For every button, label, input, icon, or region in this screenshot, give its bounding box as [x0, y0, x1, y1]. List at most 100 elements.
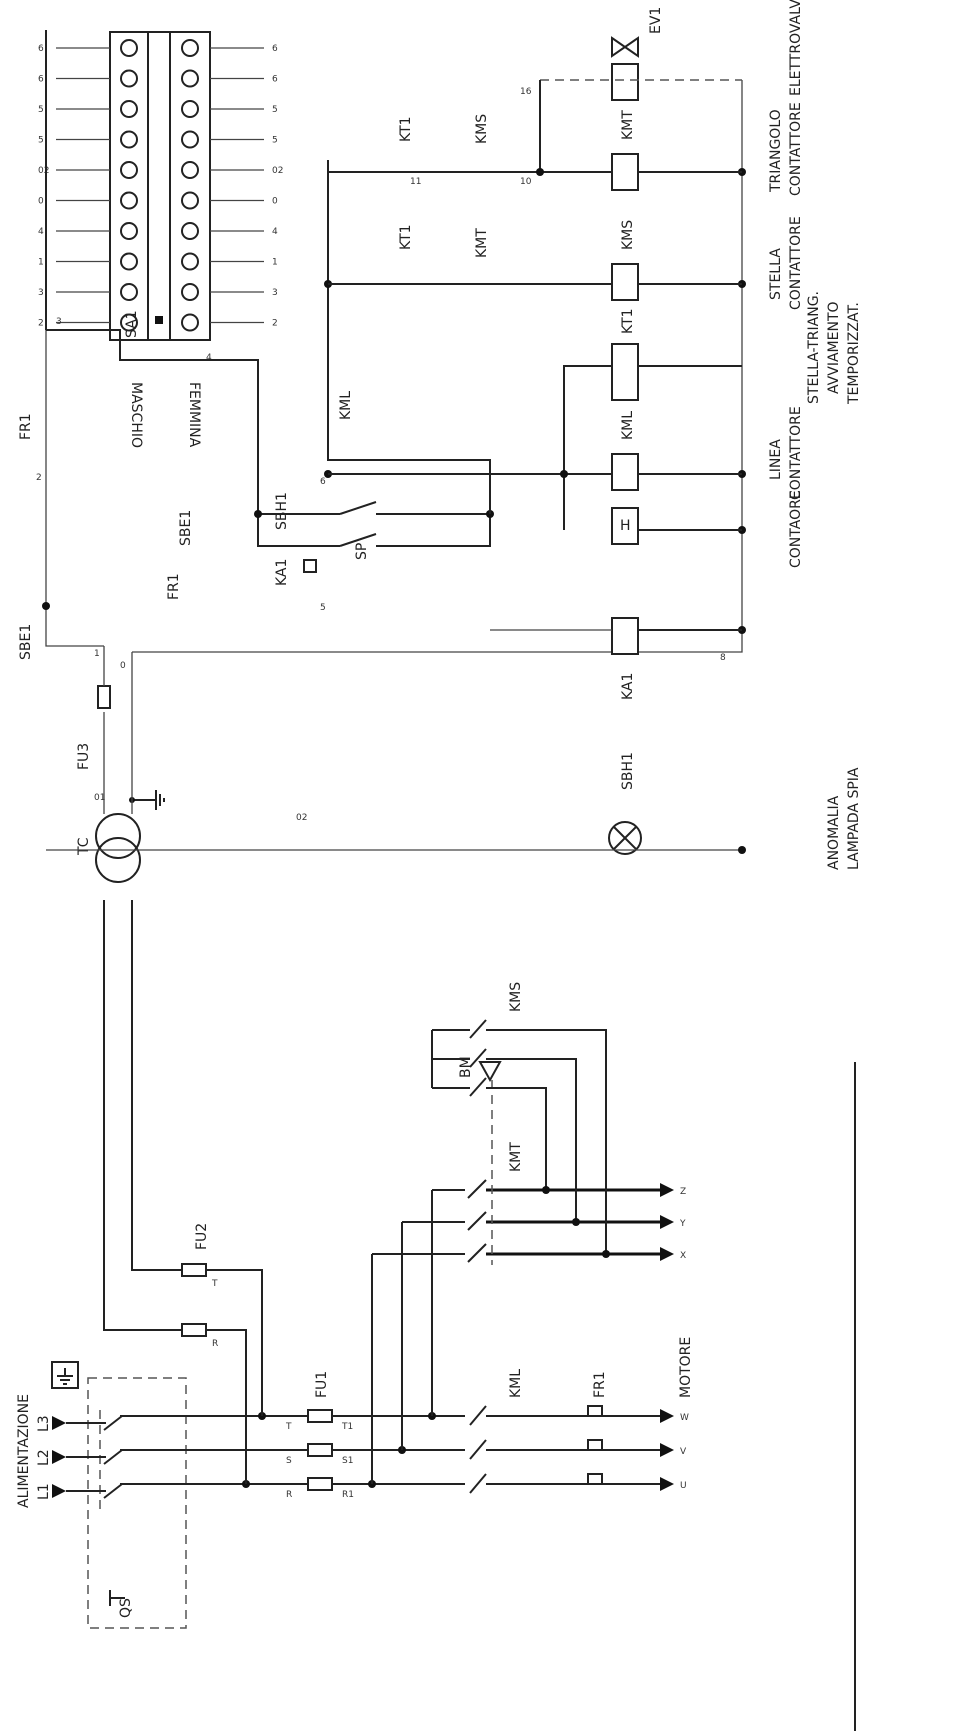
connector-pin-label-left: 6: [38, 44, 44, 54]
connector-pin-male: [120, 252, 138, 271]
terminal-l2: [52, 1450, 66, 1464]
label-cont-tri-1: CONTATTORE: [788, 102, 804, 196]
connector-pin-label-left: 6: [38, 75, 44, 85]
connector-pin-label-right: 0: [272, 197, 278, 207]
connector-pin-female: [181, 313, 199, 332]
wire-01: 01: [94, 793, 105, 803]
label-kml-power: KML: [508, 1369, 524, 1398]
label-kml-ctrl: KML: [338, 391, 354, 420]
coil-ev1: [611, 63, 639, 101]
fuse-fu2-t: [181, 1263, 207, 1277]
valve-icon: [611, 36, 639, 58]
label-cont-tri-2: TRIANGOLO: [768, 109, 784, 193]
connector-pin-female: [181, 130, 199, 149]
label-kt1-a: KT1: [398, 116, 414, 142]
connector-pin-label-right: 3: [272, 288, 278, 298]
label-l3: L3: [36, 1415, 52, 1432]
label-sbh1: SBH1: [274, 492, 290, 530]
connector-pin-female: [181, 161, 199, 179]
label-motore: MOTORE: [678, 1337, 694, 1398]
label-kms-power: KMS: [508, 982, 524, 1012]
label-kmt-coil: KMT: [620, 110, 636, 140]
connector-pin-label-left: 5: [38, 105, 44, 115]
label-cont-stella-1: CONTATTORE: [788, 216, 804, 310]
connector-pin-label-right: 02: [272, 166, 283, 176]
label-sa1: SA1: [124, 310, 140, 338]
connector-pin-male: [120, 100, 138, 118]
wire-10: 10: [520, 177, 532, 187]
label-h: H: [620, 518, 631, 534]
phase-y: Y: [679, 1219, 686, 1229]
connector-pin-label-left: 4: [38, 227, 44, 237]
wire-t1: T1: [341, 1422, 353, 1432]
earth-icon: [51, 1361, 79, 1389]
qs-enclosure: [87, 1377, 187, 1629]
label-femmina: FEMMINA: [186, 382, 202, 448]
label-l1: L1: [36, 1483, 52, 1500]
label-kt1-b: KT1: [398, 224, 414, 250]
label-kt1-coil: KT1: [620, 308, 636, 334]
terminal-l3: [52, 1416, 66, 1430]
label-ev1: EV1: [648, 7, 664, 34]
label-temp-2: AVVIAMENTO: [826, 301, 842, 394]
control-circuit: SBE1 SBE1 FR1 FR1 SA1 3 2 4 SBH1 KA1 SP …: [18, 7, 746, 855]
connector-pin-label-left: 5: [38, 136, 44, 146]
fuse-fu1-t: [307, 1409, 333, 1423]
label-kmt-ctrl: KMT: [474, 228, 490, 258]
wire-6: 6: [320, 477, 326, 487]
fuse-fu2-r: [181, 1323, 207, 1337]
wire-4: 4: [206, 353, 212, 363]
connector-pin-male: [120, 222, 138, 240]
label-fu3: FU3: [76, 743, 92, 770]
wire-11: 11: [410, 177, 421, 187]
label-tc: TC: [76, 837, 92, 856]
wire-s: S: [286, 1456, 292, 1466]
connector-pin-female: [181, 283, 199, 301]
wire-t: T: [285, 1422, 292, 1432]
connector-pin-label-right: 4: [272, 227, 278, 237]
label-fr1-ctrl: FR1: [166, 573, 182, 600]
label-kmt-power: KMT: [508, 1142, 524, 1172]
connector-pin-label-right: 1: [272, 258, 278, 268]
wire-fu2-t: T: [211, 1279, 218, 1289]
connector-pin-label-right: 2: [272, 319, 278, 329]
label-lampada-1: LAMPADA SPIA: [846, 767, 862, 870]
fuse-fu3: [97, 685, 111, 709]
wire-s1: S1: [342, 1456, 353, 1466]
label-kms-ctrl: KMS: [474, 114, 490, 144]
wire-r1: R1: [342, 1490, 354, 1500]
label-lampada-2: ANOMALIA: [826, 795, 842, 870]
coil-ka1: [611, 617, 639, 655]
label-sbe1-b: SBE1: [178, 510, 194, 546]
connector-pin-female: [181, 252, 199, 271]
control-transformer: FU2 R T TC FU3 01 1 0: [76, 646, 263, 1484]
wire-1-tc: 1: [94, 649, 100, 659]
phase-v: V: [680, 1447, 687, 1457]
connector-pin-label-left: 3: [38, 288, 44, 298]
lamp-icon: [608, 821, 642, 855]
connector-pin-male: [120, 161, 138, 179]
power-section: ALIMENTAZIONE L1 L2 L3 QS FU1 R S T R1: [16, 982, 856, 1731]
connector-pin-male: [120, 283, 138, 301]
phase-z: Z: [680, 1187, 686, 1197]
label-qs: QS: [118, 1598, 134, 1618]
label-cont-stella-2: STELLA: [768, 248, 784, 300]
connector-pin-label-right: 5: [272, 136, 278, 146]
label-contaore: CONTAORE: [788, 490, 804, 568]
coil-h: [611, 507, 639, 545]
label-ka1: KA1: [274, 559, 290, 586]
phase-x: X: [680, 1251, 686, 1261]
label-maschio: MASCHIO: [128, 382, 144, 448]
label-fr1-power: FR1: [592, 1371, 608, 1398]
fuse-fu1-s: [307, 1443, 333, 1457]
label-alimentazione: ALIMENTAZIONE: [16, 1394, 32, 1508]
label-elettrovalv: ELETTROVALV.: [788, 0, 804, 96]
connector-pin-male: [120, 191, 138, 210]
wire-16: 16: [520, 87, 532, 97]
label-fu1: FU1: [314, 1371, 330, 1398]
transformer-tc: [95, 837, 141, 883]
connector-pin-label-left: 1: [38, 258, 44, 268]
terminal-l1: [52, 1484, 66, 1498]
